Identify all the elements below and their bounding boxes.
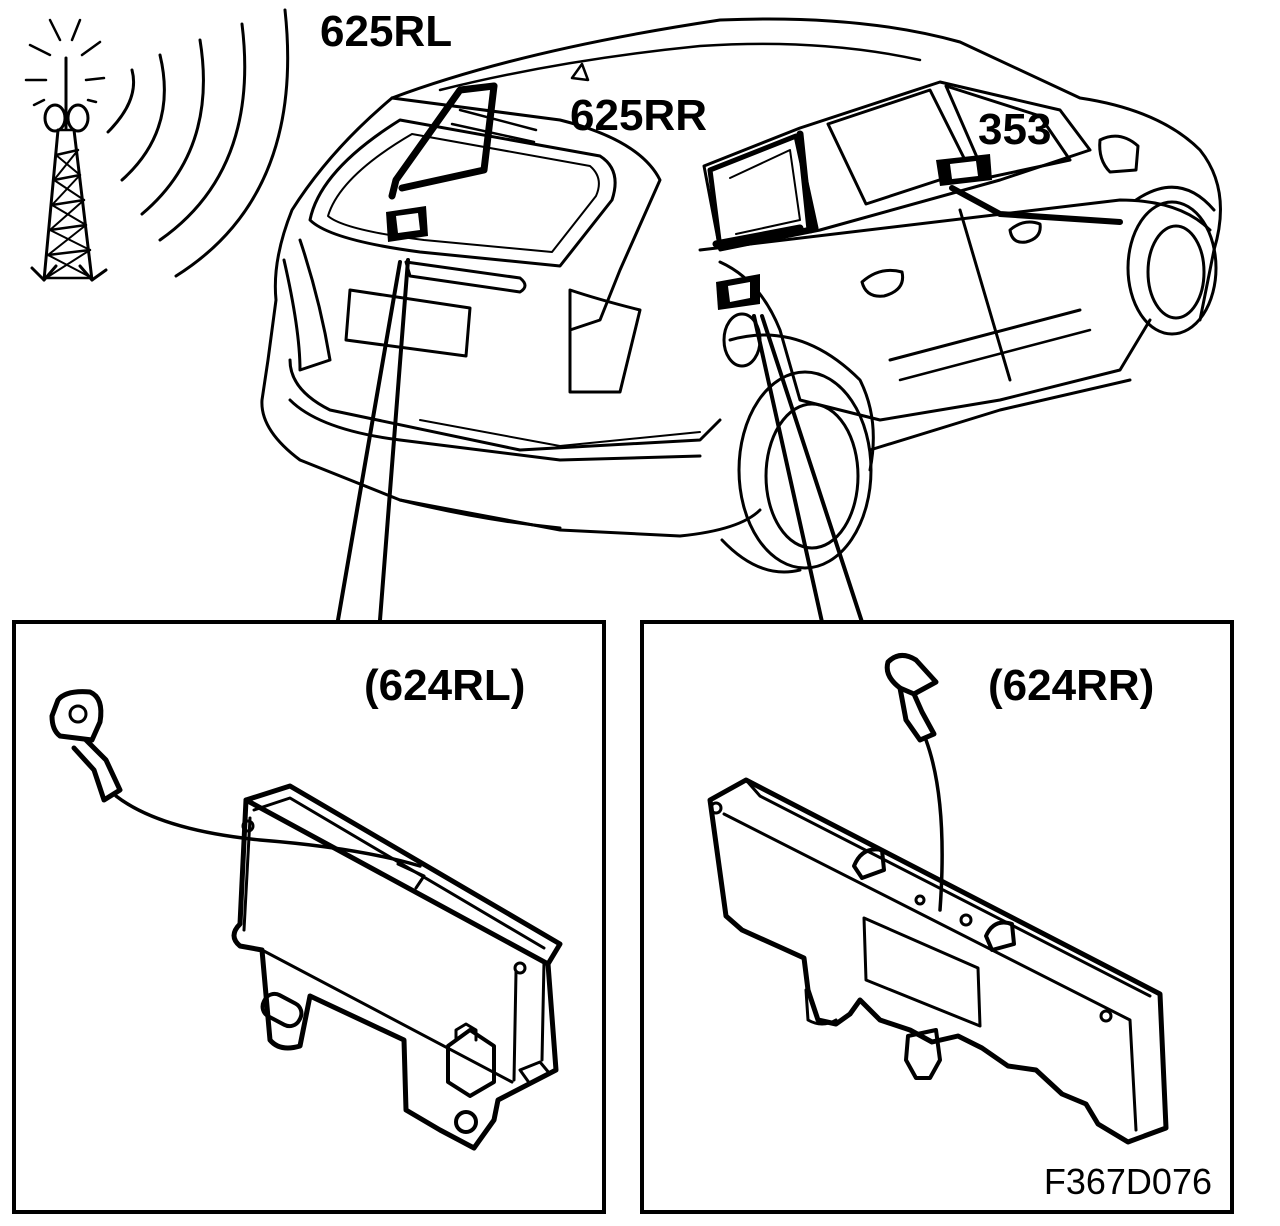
antenna-wires — [388, 82, 1123, 248]
detail-box-left — [12, 620, 606, 1214]
label-353: 353 — [978, 105, 1051, 154]
amplifier-module-left — [49, 689, 563, 1151]
control-module-353 — [936, 154, 992, 186]
detail-box-right — [640, 620, 1234, 1214]
antenna-module-left — [386, 206, 428, 242]
leader-line-right — [752, 314, 864, 624]
label-625rr: 625RR — [570, 91, 707, 140]
label-624rr: (624RR) — [988, 661, 1154, 710]
label-624rl: (624RL) — [364, 661, 525, 710]
antenna-module-right — [716, 274, 760, 310]
radio-tower-icon — [24, 18, 108, 282]
leader-line-left — [336, 258, 410, 622]
amplifier-module-right — [707, 653, 1169, 1145]
label-625rl: 625RL — [320, 7, 452, 56]
marker-arrow-icon — [570, 62, 590, 82]
radio-waves — [106, 8, 290, 278]
figure-reference: F367D076 — [1044, 1161, 1212, 1202]
